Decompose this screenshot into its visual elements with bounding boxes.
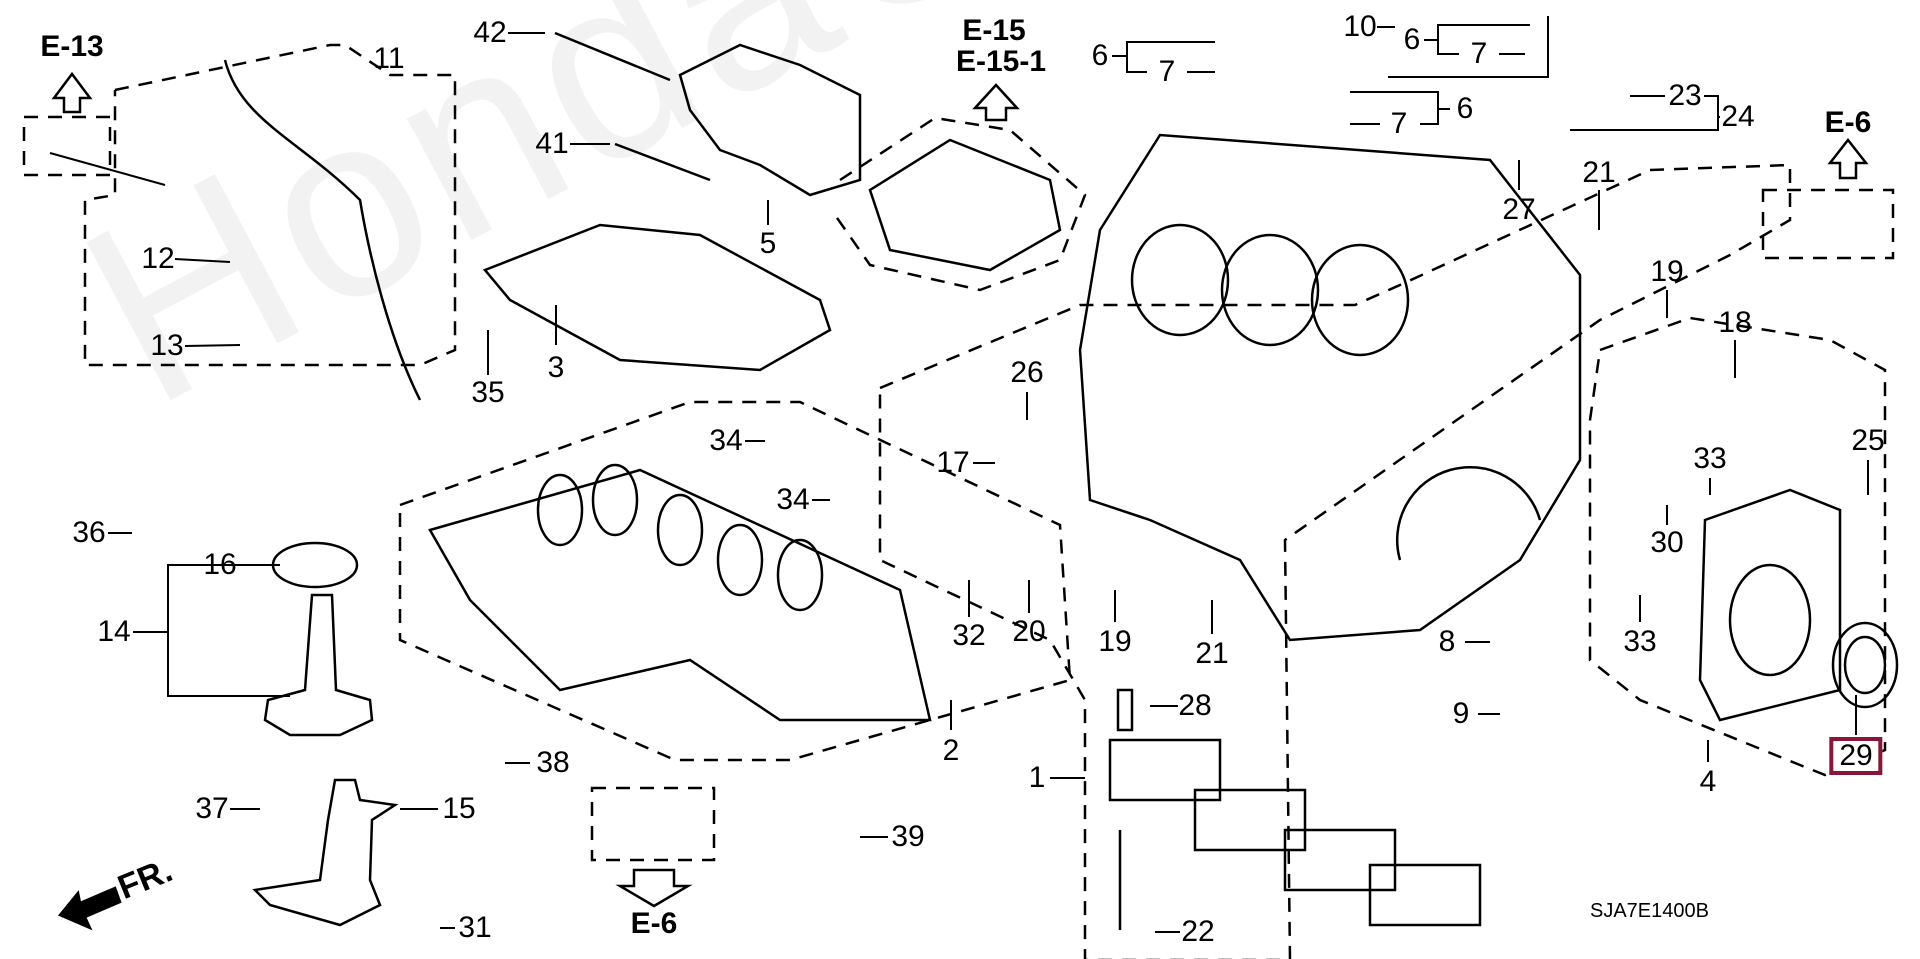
oil-seal-29 bbox=[1831, 621, 1899, 709]
callout-13[interactable]: 13 bbox=[150, 329, 184, 362]
callout-42[interactable]: 42 bbox=[473, 16, 507, 49]
callout-22[interactable]: 22 bbox=[1181, 915, 1215, 948]
bracket-15 bbox=[252, 778, 399, 927]
ref-e6-right-link[interactable]: E-6 bbox=[1824, 106, 1872, 139]
callout-31[interactable]: 31 bbox=[458, 911, 492, 944]
callout-21[interactable]: 21 bbox=[1582, 156, 1616, 189]
group-outlines bbox=[22, 43, 1895, 959]
arrow-up-e15 bbox=[972, 83, 1020, 122]
group-outline-rear-cover bbox=[1588, 316, 1887, 777]
callout-5[interactable]: 5 bbox=[759, 227, 777, 260]
callout-24[interactable]: 24 bbox=[1721, 100, 1755, 133]
callout-32[interactable]: 32 bbox=[952, 619, 986, 652]
callout-7[interactable]: 7 bbox=[1390, 107, 1408, 140]
callout-8[interactable]: 8 bbox=[1438, 625, 1456, 658]
callout-29-highlighted[interactable]: 29 bbox=[1829, 737, 1883, 775]
callout-34[interactable]: 34 bbox=[709, 424, 743, 457]
callout-3[interactable]: 3 bbox=[547, 351, 565, 384]
callout-12[interactable]: 12 bbox=[141, 242, 175, 275]
callout-9[interactable]: 9 bbox=[1452, 697, 1470, 730]
diagram-code: SJA7E1400B bbox=[1590, 900, 1709, 922]
arrow-down-e6-bottom bbox=[615, 868, 693, 908]
group-outline-block bbox=[878, 163, 1792, 959]
ref-e15-1-link[interactable]: E-15-1 bbox=[955, 45, 1047, 78]
ref-box-e6-bottom bbox=[590, 786, 716, 862]
callout-6[interactable]: 6 bbox=[1403, 23, 1421, 56]
callout-18[interactable]: 18 bbox=[1718, 306, 1752, 339]
baffle-plate bbox=[482, 223, 832, 372]
callout-6[interactable]: 6 bbox=[1456, 92, 1474, 125]
callout-11[interactable]: 11 bbox=[373, 42, 405, 75]
callout-4[interactable]: 4 bbox=[1699, 765, 1717, 798]
callout-37[interactable]: 37 bbox=[195, 792, 229, 825]
callout-41[interactable]: 41 bbox=[535, 127, 569, 160]
group-outline-sensors bbox=[83, 43, 457, 367]
callout-28[interactable]: 28 bbox=[1178, 689, 1212, 722]
arrow-up-e13 bbox=[51, 71, 93, 114]
callout-7[interactable]: 7 bbox=[1470, 37, 1488, 70]
callout-39[interactable]: 39 bbox=[891, 820, 925, 853]
callout-1[interactable]: 1 bbox=[1028, 761, 1046, 794]
rear-oil-seal-case bbox=[1698, 488, 1842, 722]
callout-6[interactable]: 6 bbox=[1091, 39, 1109, 72]
callout-34[interactable]: 34 bbox=[776, 483, 810, 516]
reference-arrows bbox=[51, 71, 1869, 908]
water-pump bbox=[868, 138, 1062, 272]
ref-e6-bottom-link[interactable]: E-6 bbox=[630, 907, 678, 940]
leader-lines bbox=[49, 16, 1869, 933]
callout-30[interactable]: 30 bbox=[1650, 526, 1684, 559]
arrow-up-e6-right bbox=[1827, 137, 1869, 180]
callout-2[interactable]: 2 bbox=[942, 734, 960, 767]
group-outline-oil-pan bbox=[398, 400, 1072, 762]
callout-27[interactable]: 27 bbox=[1502, 193, 1536, 226]
callout-21[interactable]: 21 bbox=[1195, 637, 1229, 670]
callout-26[interactable]: 26 bbox=[1010, 356, 1044, 389]
callout-19[interactable]: 19 bbox=[1650, 255, 1684, 288]
ref-e15-link[interactable]: E-15 bbox=[962, 14, 1026, 47]
callout-33[interactable]: 33 bbox=[1623, 625, 1657, 658]
callout-33[interactable]: 33 bbox=[1693, 442, 1727, 475]
callout-10[interactable]: 10 bbox=[1343, 10, 1377, 43]
callout-36[interactable]: 36 bbox=[72, 516, 106, 549]
front-arrow-icon bbox=[57, 886, 122, 931]
callout-7[interactable]: 7 bbox=[1158, 55, 1176, 88]
callout-16[interactable]: 16 bbox=[203, 548, 237, 581]
callout-35[interactable]: 35 bbox=[471, 376, 505, 409]
callout-17[interactable]: 17 bbox=[936, 446, 970, 479]
callout-15[interactable]: 15 bbox=[442, 792, 476, 825]
oil-level-sensor bbox=[263, 593, 374, 737]
callout-14[interactable]: 14 bbox=[97, 615, 131, 648]
part-drawings bbox=[223, 31, 1899, 930]
mount-bracket bbox=[678, 43, 862, 197]
engine-block bbox=[1078, 133, 1582, 642]
callout-19[interactable]: 19 bbox=[1098, 625, 1132, 658]
ref-box-e6-right bbox=[1761, 188, 1895, 260]
oil-pan bbox=[428, 468, 932, 722]
callout-23[interactable]: 23 bbox=[1668, 79, 1702, 112]
callout-25[interactable]: 25 bbox=[1851, 424, 1885, 457]
callout-38[interactable]: 38 bbox=[536, 746, 570, 779]
ref-e13-link[interactable]: E-13 bbox=[40, 30, 104, 63]
callout-20[interactable]: 20 bbox=[1012, 615, 1046, 648]
group-outline-water-pump bbox=[833, 116, 1087, 292]
